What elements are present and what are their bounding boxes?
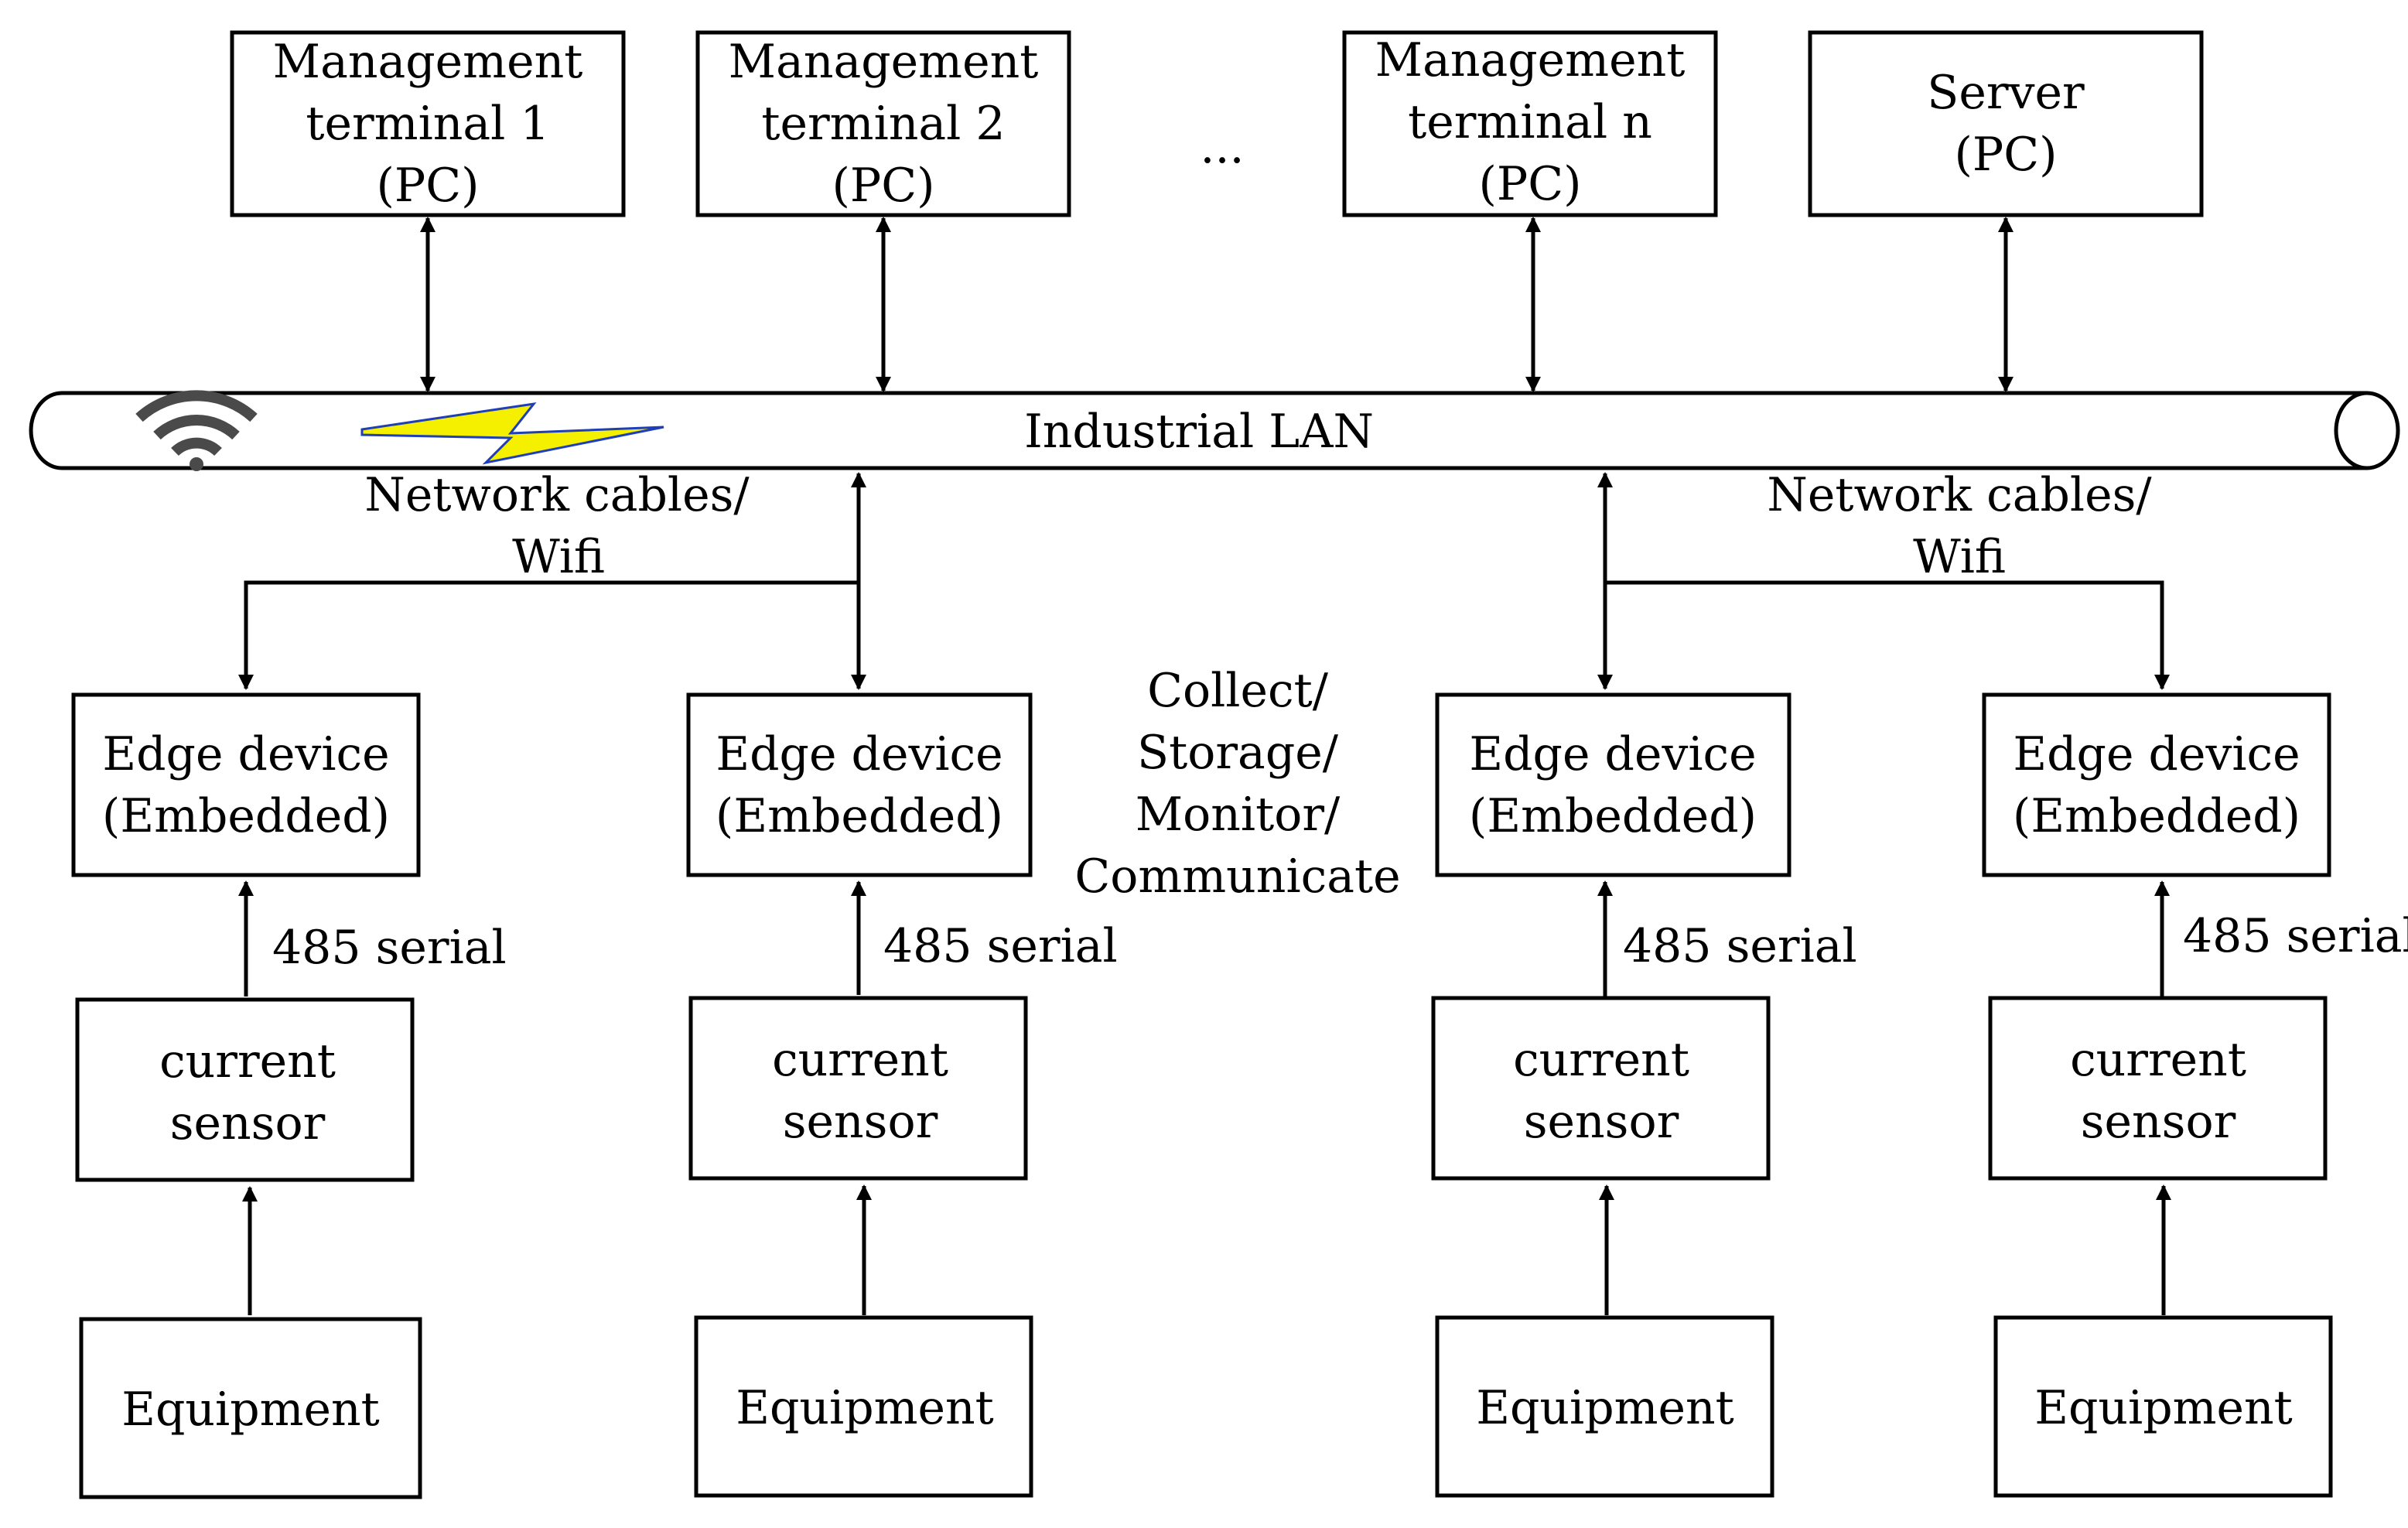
lan-edge-4-arrow — [1605, 580, 2170, 690]
industrial-lan-bus-end — [2334, 391, 2400, 470]
edge-device-1-line-2: (Embedded) — [102, 789, 390, 843]
equipment-1-label: Equipment — [121, 1383, 380, 1437]
management-terminal-n-box — [1342, 30, 1718, 217]
functions-line-3: Monitor/ — [1136, 788, 1341, 842]
functions-line-2: Storage/ — [1137, 726, 1339, 780]
management-terminal-n-line-1: Management — [1375, 33, 1686, 87]
server-line-2: (PC) — [1954, 128, 2057, 182]
edge-device-3-line-1: Edge device — [1469, 727, 1756, 781]
server-line-1: Server — [1927, 66, 2085, 120]
functions-line-1: Collect/ — [1147, 664, 1329, 718]
edge-device-2-line-2: (Embedded) — [716, 789, 1003, 843]
edge-device-2-line-1: Edge device — [716, 727, 1002, 781]
lan-edge-1-arrow — [238, 580, 859, 690]
current-sensor-4-line-1: current — [2070, 1033, 2246, 1087]
current-sensor-2-line-1: current — [772, 1033, 948, 1087]
current-sensor-1-line-2: sensor — [170, 1096, 326, 1150]
management-terminal-1-line-3: (PC) — [376, 159, 479, 213]
management-terminal-n-line-3: (PC) — [1478, 157, 1581, 211]
management-terminal-2-line-3: (PC) — [832, 159, 934, 213]
edge-device-3-line-2: (Embedded) — [1469, 789, 1757, 843]
ellipsis: ... — [1200, 120, 1244, 174]
current-sensor-2-line-2: sensor — [783, 1095, 938, 1149]
current-sensor-3-box — [1431, 996, 1771, 1181]
industrial-lan-label: Industrial LAN — [1024, 405, 1374, 459]
equipment-4-label: Equipment — [2034, 1381, 2293, 1435]
edge-device-1-line-1: Edge device — [102, 727, 389, 781]
current-sensor-2-box — [688, 996, 1028, 1181]
management-terminal-1-line-2: terminal 1 — [306, 97, 549, 151]
edge-device-1-box — [71, 692, 421, 877]
equipment-3-label: Equipment — [1476, 1381, 1734, 1435]
management-terminal-n-line-2: terminal n — [1408, 95, 1652, 149]
current-sensor-3-line-1: current — [1513, 1033, 1689, 1087]
management-terminal-2-line-1: Management — [729, 35, 1039, 89]
functions-line-4: Communicate — [1074, 849, 1400, 904]
current-sensor-3-line-2: sensor — [1524, 1095, 1679, 1149]
current-sensor-4-box — [1988, 996, 2328, 1181]
edge-device-3-box — [1435, 692, 1791, 877]
management-terminal-2-line-2: terminal 2 — [761, 97, 1005, 151]
network-cables-right-line-1: Network cables/ — [1767, 468, 2152, 522]
edge-device-4-box — [1982, 692, 2331, 877]
serial-4-label: 485 serial — [2183, 909, 2408, 963]
current-sensor-1-box — [75, 997, 415, 1182]
equipment-2-label: Equipment — [736, 1381, 994, 1435]
edge-device-4-line-1: Edge device — [2013, 727, 2300, 781]
network-cables-right-line-2: Wifi — [1913, 530, 2006, 584]
equipment-2-box — [694, 1315, 1033, 1498]
serial-1-label: 485 serial — [272, 921, 507, 975]
management-terminal-2-box — [695, 30, 1071, 217]
serial-3-label: 485 serial — [1623, 919, 1857, 973]
current-sensor-4-line-2: sensor — [2081, 1095, 2236, 1149]
equipment-1-box — [79, 1317, 422, 1499]
network-cables-left-line-2: Wifi — [512, 530, 605, 584]
management-terminal-1-box — [230, 30, 626, 217]
edge-device-2-box — [686, 692, 1033, 877]
lightning-icon — [360, 402, 664, 465]
server-box — [1808, 30, 2204, 217]
network-cables-left-line-1: Network cables/ — [364, 468, 750, 522]
industrial-lan-bus — [29, 391, 2367, 470]
edge-device-4-line-2: (Embedded) — [2013, 789, 2300, 843]
management-terminal-1-line-1: Management — [273, 35, 583, 89]
current-sensor-1-line-1: current — [159, 1034, 336, 1089]
equipment-3-box — [1435, 1315, 1774, 1498]
serial-2-label: 485 serial — [883, 919, 1118, 973]
wifi-icon — [135, 390, 258, 471]
equipment-4-box — [1993, 1315, 2333, 1498]
